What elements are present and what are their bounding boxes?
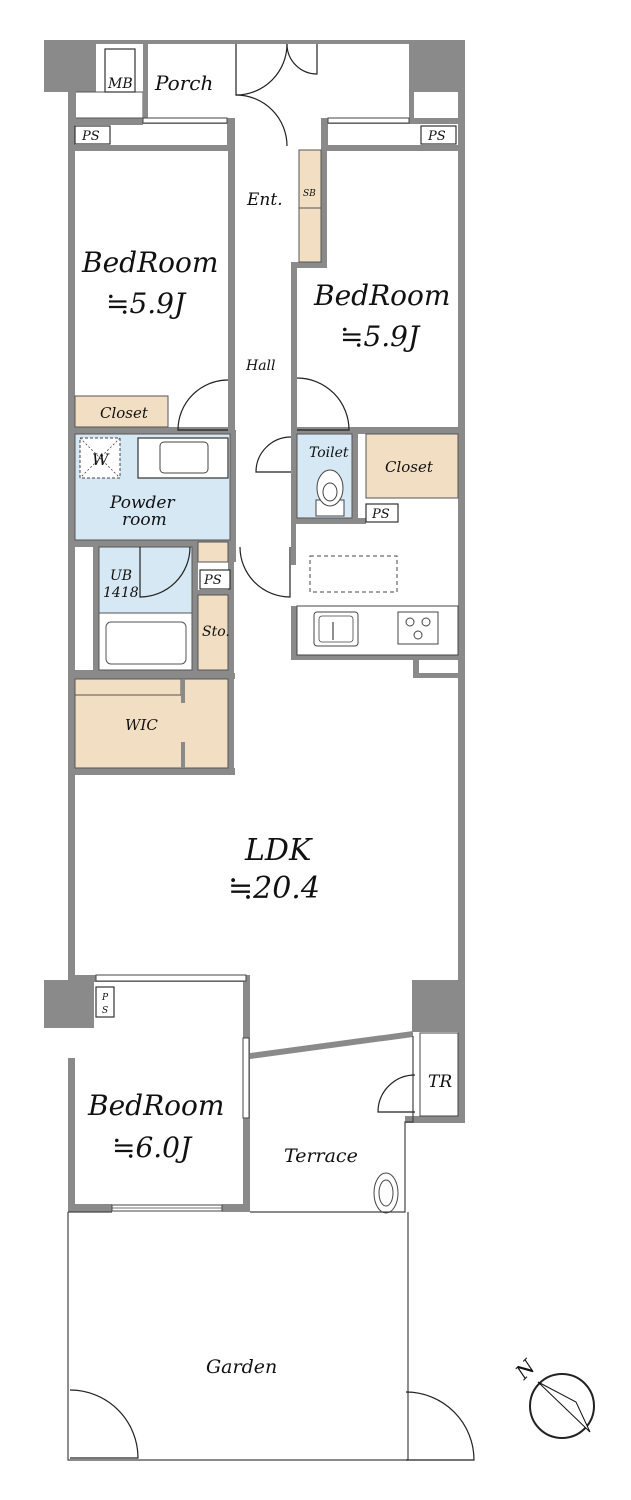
- porch-label: Porch: [154, 71, 213, 95]
- room-labels: MB Porch PS PS Ent. SB BedRoom ≒5.9J Bed…: [81, 71, 452, 1378]
- ps-label-top-right: PS: [427, 129, 446, 144]
- washer-label: W: [92, 450, 110, 469]
- storage-label: Sto.: [202, 624, 230, 640]
- bedroom-1-size: ≒5.9J: [106, 287, 187, 320]
- hall-label: Hall: [245, 358, 276, 374]
- ps-vertical-label-2: S: [102, 1006, 108, 1016]
- svg-text:N: N: [510, 1354, 541, 1385]
- wic-label: WIC: [125, 716, 158, 734]
- ldk-size: ≒20.4: [228, 871, 320, 906]
- entrance-label: Ent.: [246, 190, 283, 210]
- outdoor-outlines: [67, 1032, 459, 1461]
- toilet-label: Toilet: [309, 445, 349, 461]
- unit-bath-label-1: UB: [110, 568, 132, 584]
- bedroom-2-name: BedRoom: [313, 279, 450, 312]
- bedroom-3-name: BedRoom: [87, 1089, 224, 1122]
- bedroom-2-size: ≒5.9J: [340, 320, 421, 353]
- powder-room-label-2: room: [122, 510, 167, 530]
- bedroom-1-name: BedRoom: [81, 246, 218, 279]
- windows: [95, 117, 410, 1212]
- ps-label-top-left: PS: [81, 129, 100, 144]
- bedroom-3-size: ≒6.0J: [112, 1131, 193, 1164]
- fixtures: [79, 437, 459, 1214]
- ldk-name: LDK: [244, 833, 313, 868]
- garden-label: Garden: [206, 1356, 277, 1378]
- interior-walls: [68, 118, 465, 775]
- mb-label: MB: [107, 76, 133, 92]
- closet-1-label: Closet: [100, 404, 149, 422]
- pillars: [44, 40, 465, 1032]
- unit-bath-label-2: 1418: [103, 585, 139, 601]
- ps-boxes: [74, 48, 457, 1018]
- ps-label-mid-right: PS: [371, 507, 390, 522]
- trunk-room-label: TR: [428, 1072, 452, 1092]
- storage-areas: [74, 149, 459, 769]
- ps-label-mid-left: PS: [203, 573, 222, 588]
- shoe-box-label: SB: [303, 189, 316, 199]
- compass-icon: N: [510, 1354, 595, 1439]
- closet-2-label: Closet: [385, 458, 434, 476]
- porch-walls: [68, 40, 465, 125]
- ps-vertical-label-1: P: [101, 993, 109, 1003]
- doors: [69, 43, 475, 1461]
- terrace-label: Terrace: [284, 1145, 358, 1167]
- powder-room-label-1: Powder: [109, 493, 175, 513]
